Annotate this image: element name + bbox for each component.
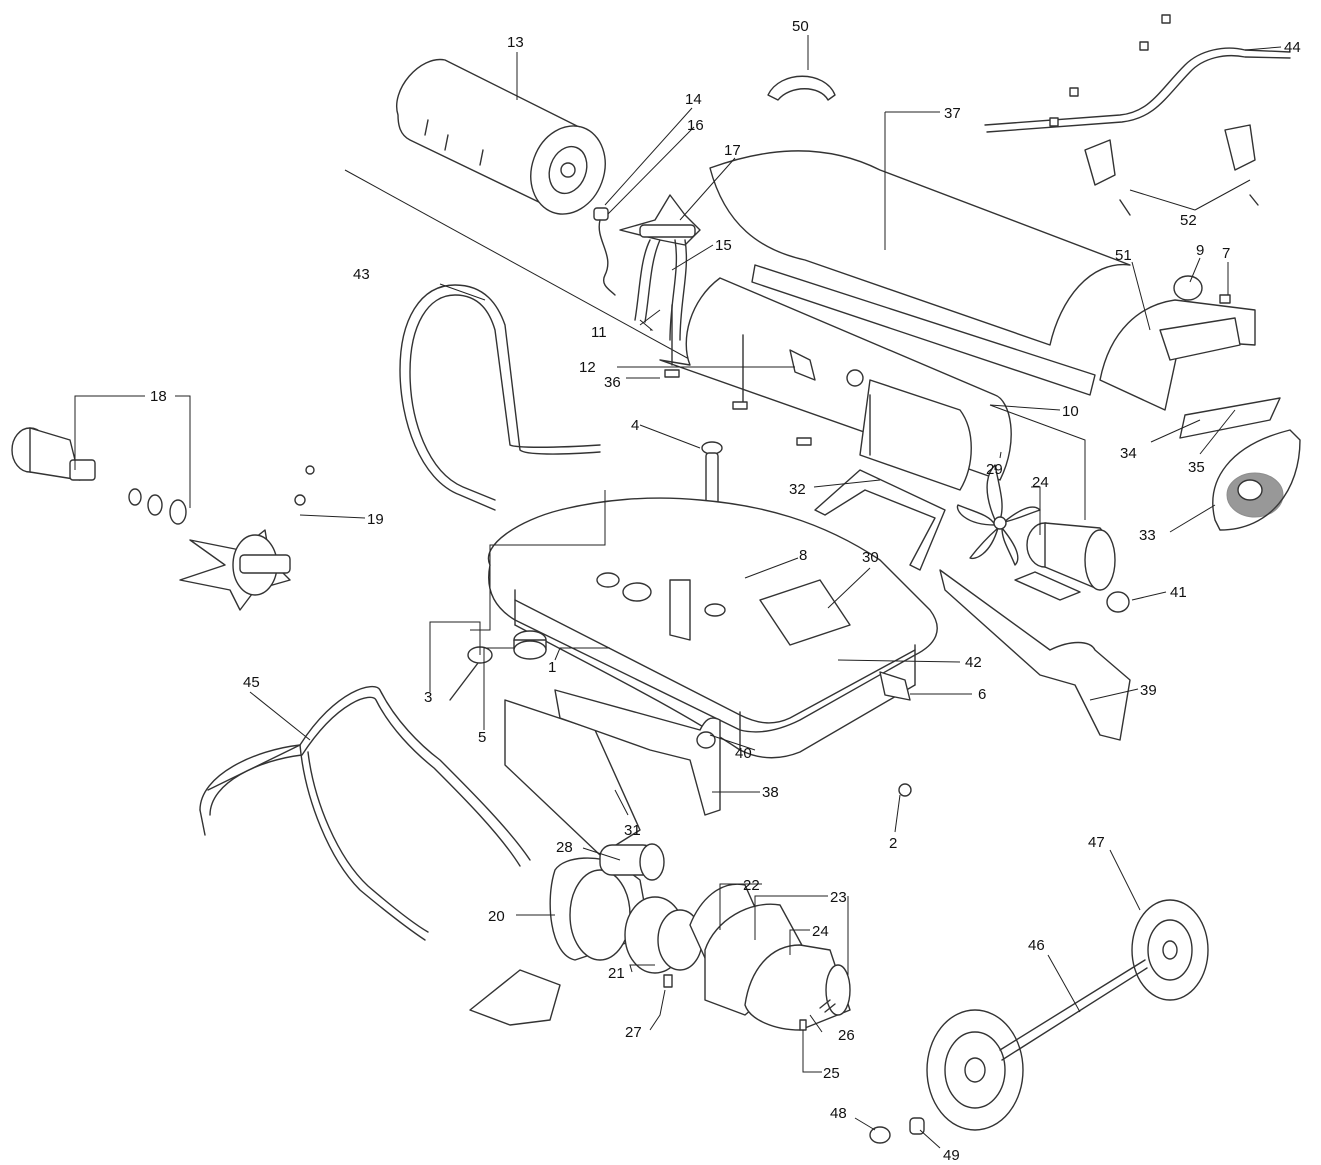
callout-7: 7 bbox=[1222, 245, 1230, 262]
callout-23: 23 bbox=[830, 889, 847, 906]
control-box-cover bbox=[1099, 275, 1256, 411]
callout-32: 32 bbox=[789, 481, 806, 498]
pump-screws bbox=[799, 999, 836, 1031]
fuel-cap bbox=[513, 630, 547, 660]
air-blade-assembly bbox=[179, 465, 315, 611]
callout-42: 42 bbox=[965, 654, 982, 671]
callout-41: 41 bbox=[1170, 584, 1187, 601]
callout-4: 4 bbox=[631, 417, 639, 434]
end-cover bbox=[744, 944, 851, 1031]
callout-6: 6 bbox=[978, 686, 986, 703]
callout-10: 10 bbox=[1062, 403, 1079, 420]
photocell-sensor bbox=[593, 207, 616, 296]
callout-29: 29 bbox=[986, 461, 1003, 478]
callout-16: 16 bbox=[687, 117, 704, 134]
callout-21: 21 bbox=[608, 965, 625, 982]
callout-31: 31 bbox=[624, 822, 641, 839]
callout-18: 18 bbox=[150, 388, 167, 405]
rotor-assembly bbox=[619, 194, 701, 246]
lower-shell bbox=[846, 369, 972, 491]
fan-guard bbox=[1212, 429, 1301, 531]
knob-small bbox=[696, 731, 716, 749]
callout-13: 13 bbox=[507, 34, 524, 51]
callout-8: 8 bbox=[799, 547, 807, 564]
callout-45: 45 bbox=[243, 674, 260, 691]
fuel-tank bbox=[487, 497, 938, 759]
fuel-lines bbox=[634, 239, 688, 341]
tank-cap-gasket bbox=[449, 646, 493, 701]
callout-48: 48 bbox=[830, 1105, 847, 1122]
callout-5: 5 bbox=[478, 729, 486, 746]
knob bbox=[1106, 591, 1130, 613]
callout-36: 36 bbox=[604, 374, 621, 391]
axle-caps bbox=[869, 1117, 925, 1144]
power-cord bbox=[879, 671, 911, 701]
callout-27: 27 bbox=[625, 1024, 642, 1041]
callout-26: 26 bbox=[838, 1027, 855, 1044]
wheel-frame bbox=[984, 14, 1291, 133]
rear-support bbox=[939, 569, 1131, 741]
callout-44: 44 bbox=[1284, 39, 1301, 56]
nozzle-assembly bbox=[11, 427, 187, 525]
callout-labels: 1 2 3 4 5 6 7 8 9 10 11 12 13 14 15 16 1… bbox=[150, 18, 1301, 1164]
callout-9: 9 bbox=[1196, 242, 1204, 259]
pump-mounting-plate bbox=[469, 969, 561, 1026]
callout-3: 3 bbox=[424, 689, 432, 706]
callout-39: 39 bbox=[1140, 682, 1157, 699]
callout-35: 35 bbox=[1188, 459, 1205, 476]
callout-40: 40 bbox=[735, 745, 752, 762]
callout-51: 51 bbox=[1115, 247, 1132, 264]
callout-24-motor: 24 bbox=[1032, 474, 1049, 491]
combustion-chamber bbox=[344, 58, 701, 366]
callout-47: 47 bbox=[1088, 834, 1105, 851]
motor bbox=[1014, 522, 1116, 601]
callout-24-pump: 24 bbox=[812, 923, 829, 940]
callout-37: 37 bbox=[944, 105, 961, 122]
rotor-plates bbox=[689, 883, 811, 1016]
front-support bbox=[554, 689, 721, 816]
pump-motor bbox=[549, 843, 703, 974]
pump-nozzle bbox=[663, 974, 673, 988]
callout-2: 2 bbox=[889, 835, 897, 852]
callout-30: 30 bbox=[862, 549, 879, 566]
wheels-axle bbox=[926, 899, 1209, 1131]
callout-38: 38 bbox=[762, 784, 779, 801]
callout-22: 22 bbox=[743, 877, 760, 894]
callout-15: 15 bbox=[715, 237, 732, 254]
callout-28: 28 bbox=[556, 839, 573, 856]
mounting-brackets bbox=[1084, 124, 1259, 216]
callout-20: 20 bbox=[488, 908, 505, 925]
shell-screws bbox=[664, 304, 871, 456]
carry-handle bbox=[767, 75, 836, 101]
circuit-board bbox=[1179, 397, 1281, 439]
callout-50: 50 bbox=[792, 18, 809, 35]
callout-25: 25 bbox=[823, 1065, 840, 1082]
base-frame bbox=[199, 685, 531, 941]
callout-43: 43 bbox=[353, 266, 370, 283]
callout-17: 17 bbox=[724, 142, 741, 159]
screw bbox=[898, 783, 912, 797]
leader-lines bbox=[74, 35, 1282, 1149]
callout-14: 14 bbox=[685, 91, 702, 108]
callout-34: 34 bbox=[1120, 445, 1137, 462]
callout-33: 33 bbox=[1139, 527, 1156, 544]
callout-46: 46 bbox=[1028, 937, 1045, 954]
callout-19: 19 bbox=[367, 511, 384, 528]
callout-52: 52 bbox=[1180, 212, 1197, 229]
callout-11: 11 bbox=[591, 324, 607, 341]
combustion-bracket bbox=[814, 469, 946, 571]
callout-12: 12 bbox=[579, 359, 596, 376]
callout-49: 49 bbox=[943, 1147, 960, 1164]
callout-1: 1 bbox=[548, 659, 556, 676]
front-handle bbox=[399, 284, 601, 511]
